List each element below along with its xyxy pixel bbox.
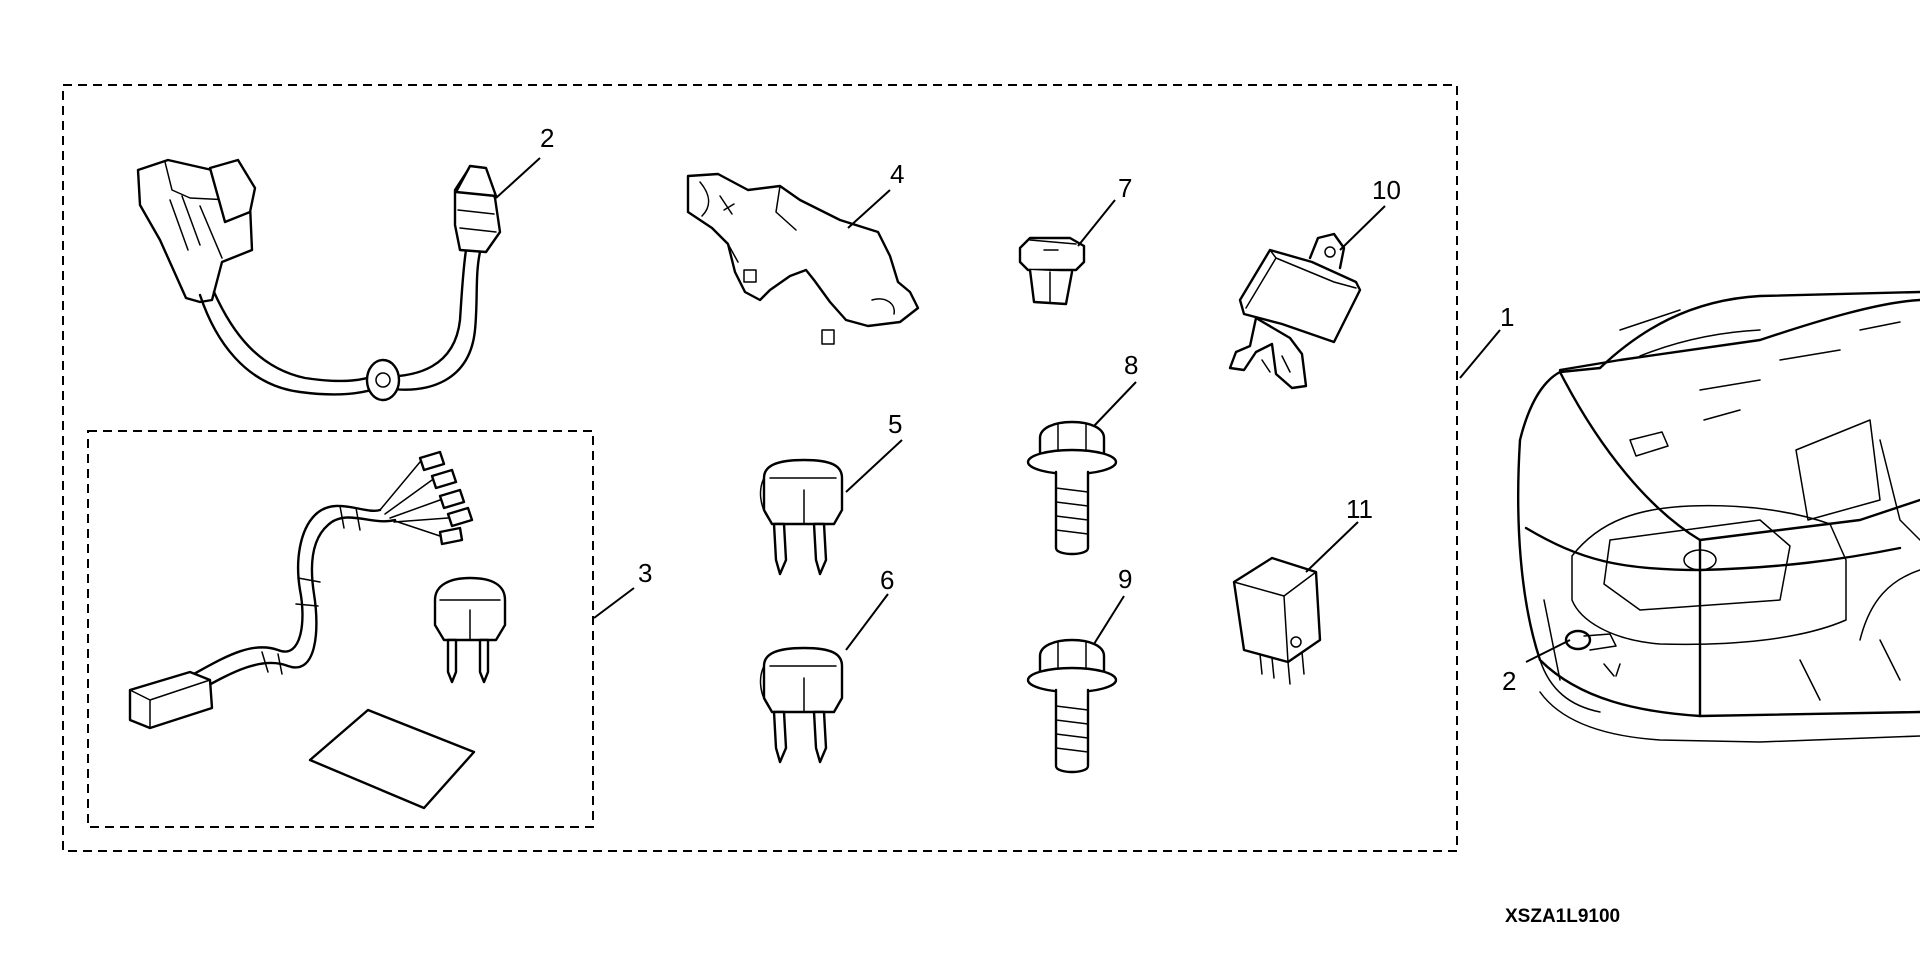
mini-fuse-6-part [759, 646, 844, 764]
leader-4 [847, 189, 891, 229]
figure-code: XSZA1L9100 [1505, 906, 1620, 927]
callout-2-vehicle: 2 [1502, 666, 1516, 696]
callout-9: 9 [1118, 564, 1132, 594]
relay-part [1232, 556, 1322, 685]
callout-4: 4 [890, 159, 904, 189]
relay-with-tab-part [1228, 232, 1362, 390]
callout-1: 1 [1500, 302, 1514, 332]
sub-fuse-part [433, 576, 507, 684]
callout-10: 10 [1372, 175, 1401, 205]
leader-2-kit [495, 157, 541, 199]
leader-3 [593, 587, 635, 619]
callout-2-kit: 2 [540, 123, 554, 153]
callout-11: 11 [1346, 494, 1373, 524]
flange-bolt-9-part [1026, 638, 1118, 774]
callout-7: 7 [1118, 173, 1132, 203]
callout-8: 8 [1124, 350, 1138, 380]
leader-1 [1459, 329, 1501, 379]
leader-11 [1305, 521, 1359, 573]
leader-10 [1339, 205, 1386, 251]
mini-fuse-5-part [759, 458, 844, 576]
kit-outline-box [62, 84, 1458, 852]
callout-3: 3 [638, 558, 652, 588]
flange-bolt-8-part [1026, 420, 1118, 556]
vehicle-rear-illustration [1517, 290, 1920, 743]
leader-8 [1093, 381, 1137, 427]
callout-5: 5 [888, 409, 902, 439]
leader-2-vehicle [1525, 639, 1571, 663]
callout-6: 6 [880, 565, 894, 595]
bracket-part [686, 172, 920, 345]
leader-7 [1077, 199, 1116, 247]
leader-9 [1093, 595, 1125, 645]
sub-harness-part [128, 450, 474, 730]
small-fuse-part [1018, 236, 1086, 306]
instruction-sheet-part [308, 708, 476, 810]
trailer-harness-part [136, 158, 502, 402]
leader-5 [845, 439, 903, 493]
leader-6 [845, 593, 889, 651]
